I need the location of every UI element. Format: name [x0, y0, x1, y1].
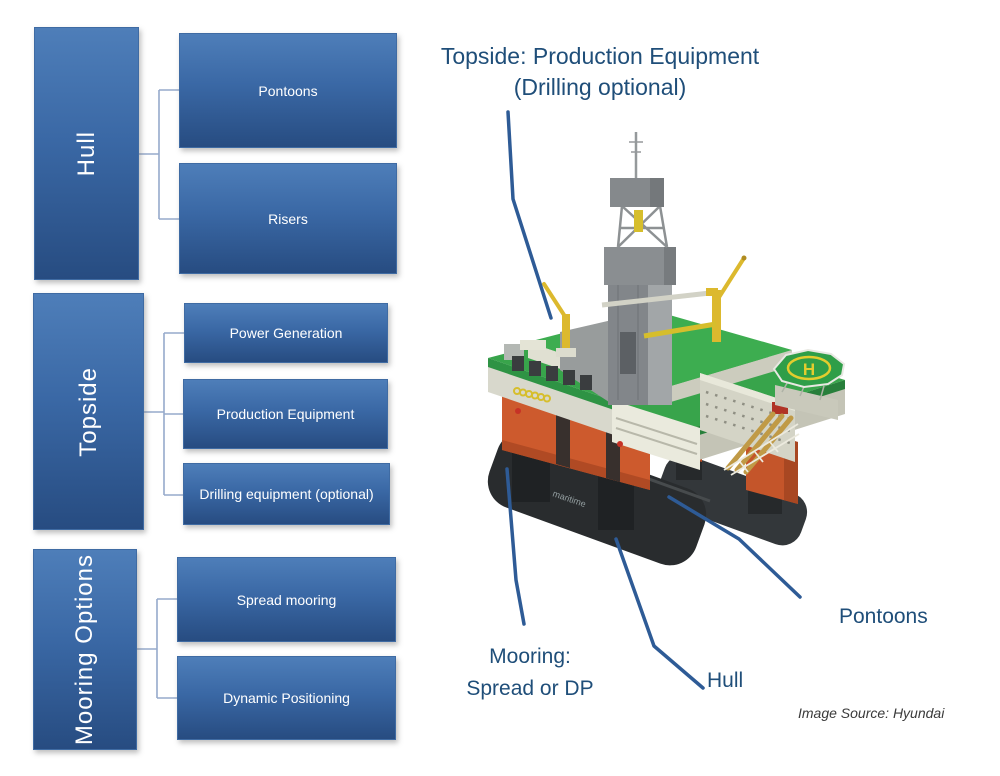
rig-ramp — [560, 320, 612, 404]
connector-lines — [137, 89, 184, 699]
pontoons-callout-line — [667, 495, 802, 599]
mooring-callout-line — [505, 467, 526, 626]
risers-box: Risers — [179, 163, 397, 274]
hull-callout-line — [614, 537, 705, 690]
pontoons-annotation-label: Pontoons — [839, 605, 928, 628]
topside-annotation-line2: (Drilling optional) — [513, 74, 687, 100]
topside-category-box: Topside — [33, 293, 144, 530]
rig-helipad: H — [772, 348, 846, 420]
production-equipment-box-label: Production Equipment — [216, 406, 355, 422]
power-generation-box-label: Power Generation — [229, 325, 343, 341]
connector-hull — [139, 89, 179, 220]
hull-category-box: Hull — [34, 27, 139, 280]
connector-topside — [144, 332, 184, 496]
rig-risers — [723, 411, 800, 476]
spread-mooring-box-label: Spread mooring — [236, 591, 337, 608]
rig-cranes — [542, 255, 747, 350]
production-equipment-box: Production Equipment — [183, 379, 388, 449]
connector-mooring — [137, 598, 177, 699]
hull-annotation-label: Hull — [707, 669, 744, 692]
mooring-annotation-line1: Mooring: — [489, 645, 571, 668]
pontoons-box: Pontoons — [179, 33, 397, 148]
topside-category-label: Topside — [74, 366, 102, 457]
pontoons-box-label: Pontoons — [258, 82, 318, 99]
power-generation-box: Power Generation — [184, 303, 388, 363]
image-source-credit: Image Source: Hyundai — [798, 705, 945, 721]
topside-annotation-title: Topside: Production Equipment (Drilling … — [420, 41, 780, 103]
dynamic-positioning-box: Dynamic Positioning — [177, 656, 396, 740]
rig-illustration: H — [487, 132, 846, 566]
mooring-annotation-label: Mooring: Spread or DP — [440, 641, 620, 705]
drilling-equipment-box: Drilling equipment (optional) — [183, 463, 390, 525]
rig-derrick — [604, 132, 676, 405]
mooring-options-category-label: Mooring Options — [71, 553, 98, 746]
topside-callout-line — [506, 110, 553, 320]
hull-category-label: Hull — [72, 130, 100, 177]
dynamic-positioning-box-label: Dynamic Positioning — [223, 690, 350, 706]
annotation-lines — [505, 110, 802, 690]
mooring-annotation-line2: Spread or DP — [466, 677, 594, 700]
risers-box-label: Risers — [268, 210, 308, 227]
spread-mooring-box: Spread mooring — [177, 557, 396, 642]
drilling-equipment-box-label: Drilling equipment (optional) — [199, 486, 374, 502]
helipad-letter: H — [803, 360, 815, 379]
topside-annotation-line1: Topside: Production Equipment — [440, 43, 760, 69]
mooring-options-category-box: Mooring Options — [33, 549, 137, 750]
